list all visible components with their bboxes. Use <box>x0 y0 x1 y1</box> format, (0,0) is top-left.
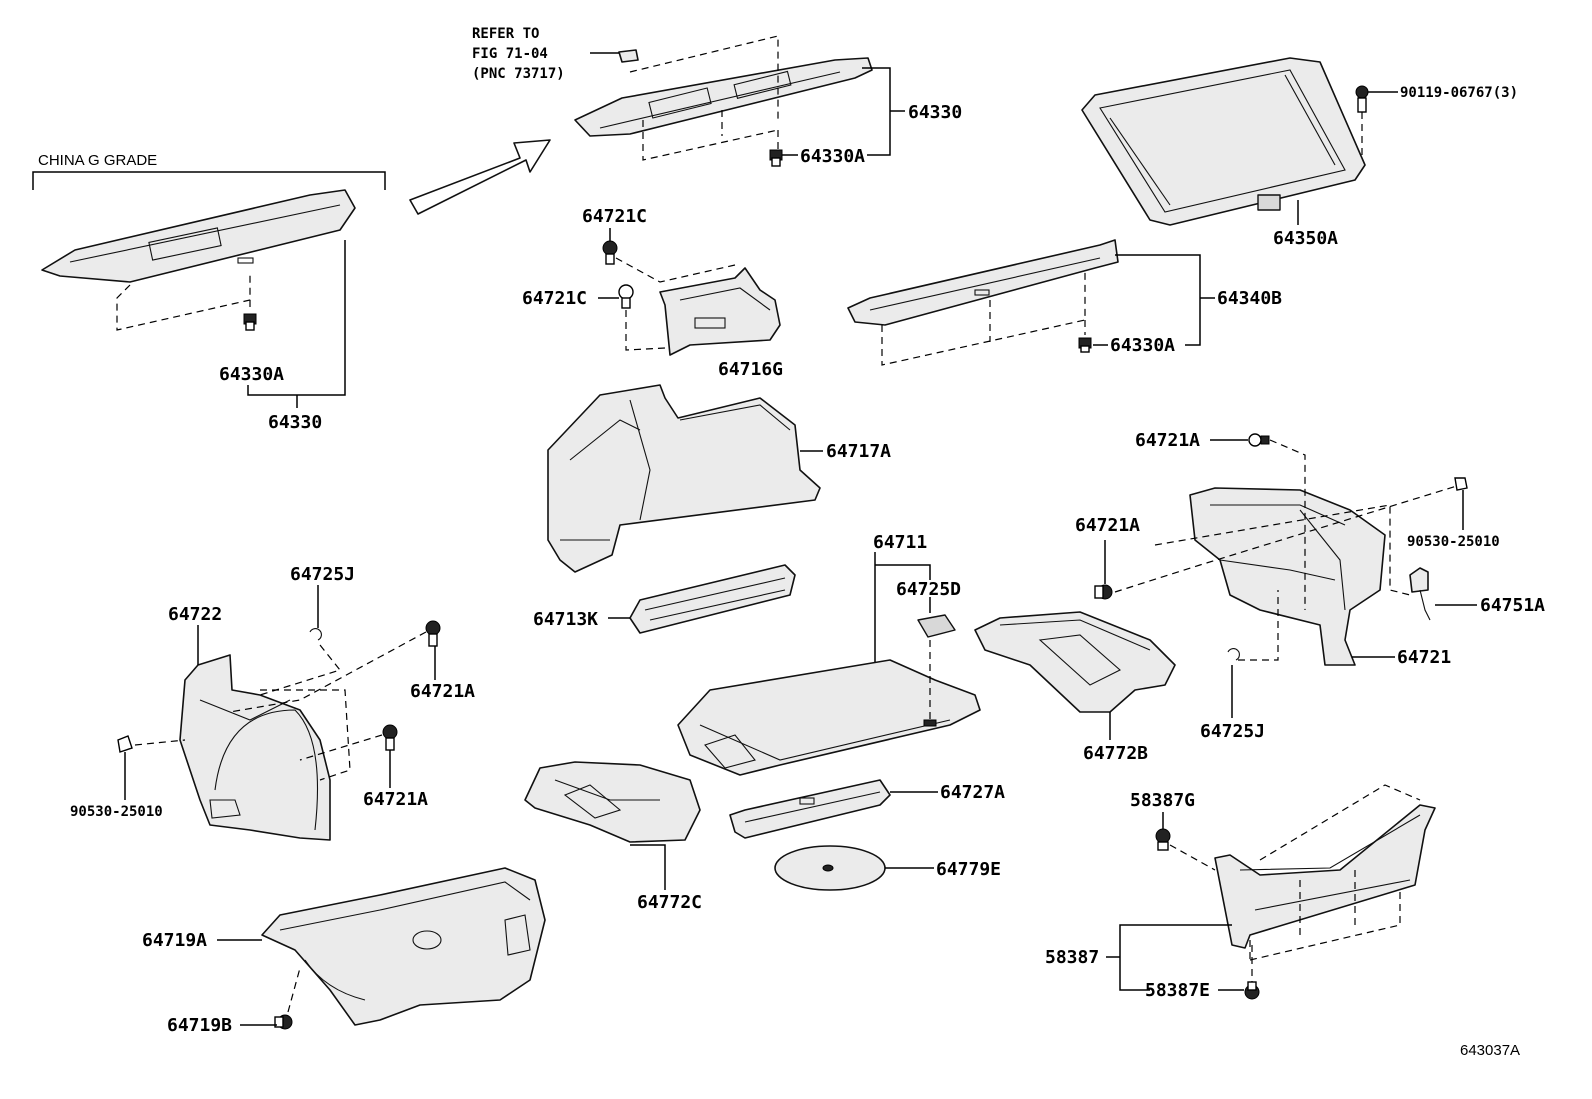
label-64330a-right[interactable]: 64330A <box>1110 335 1175 356</box>
label-64779e[interactable]: 64779E <box>936 859 1001 880</box>
clip-58387g <box>1155 828 1171 851</box>
label-64716g[interactable]: 64716G <box>718 359 783 380</box>
dash-64721-outline <box>1154 504 1411 596</box>
quarter-trim-64722 <box>179 654 331 841</box>
label-90530-l[interactable]: 90530-25010 <box>70 804 163 820</box>
disc-64779e <box>774 845 886 891</box>
dash-64719b <box>287 967 301 1013</box>
label-64330a-top[interactable]: 64330A <box>800 146 865 167</box>
sill-64713k <box>629 564 796 634</box>
note-refer-line2: FIG 71-04 <box>472 46 548 62</box>
clip-64725j-l <box>309 628 322 641</box>
clip-64721a-l2 <box>382 724 398 751</box>
tray-64772c <box>524 761 701 843</box>
label-64340b[interactable]: 64340B <box>1217 288 1282 309</box>
label-64772c[interactable]: 64772C <box>637 892 702 913</box>
trim-64340b-dashed <box>881 270 1086 366</box>
label-58387[interactable]: 58387 <box>1045 947 1099 968</box>
label-64713k[interactable]: 64713K <box>533 609 598 630</box>
lid-lining-64719a <box>261 867 546 1026</box>
note-refer-line3: (PNC 73717) <box>472 66 565 82</box>
trim-58387-dashed <box>1249 784 1421 961</box>
clip-90530-r <box>1454 477 1468 491</box>
clip-64725j-r <box>1227 590 1279 661</box>
label-64721a-r2[interactable]: 64721A <box>1075 515 1140 536</box>
label-64721c-2[interactable]: 64721C <box>522 288 587 309</box>
label-64772b[interactable]: 64772B <box>1083 743 1148 764</box>
clip-64330a-top <box>769 149 783 167</box>
label-64719b[interactable]: 64719B <box>167 1015 232 1036</box>
label-58387e[interactable]: 58387E <box>1145 980 1210 1001</box>
bolt-90119 <box>1355 85 1369 160</box>
bracket-64330 <box>862 67 891 156</box>
side-trim-64717a <box>547 384 821 573</box>
label-64330-left[interactable]: 64330 <box>268 412 322 433</box>
diagram-id: 643037A <box>1460 1042 1520 1059</box>
clip-64330a-right <box>1078 337 1092 353</box>
dash-64721a-l2 <box>299 734 383 761</box>
hook-64751a <box>1409 567 1431 621</box>
tonneau-cover-64350a <box>1081 57 1366 226</box>
dash-58387g <box>1169 844 1216 871</box>
tray-left-dashed-guides <box>116 272 251 331</box>
package-tray-left <box>41 189 356 283</box>
dash-64721a-r1 <box>1269 439 1306 610</box>
tray-64330-dashed-guides <box>629 35 779 161</box>
label-64751a[interactable]: 64751A <box>1480 595 1545 616</box>
dash-64722-outline <box>260 689 351 781</box>
label-64727a[interactable]: 64727A <box>940 782 1005 803</box>
label-58387g[interactable]: 58387G <box>1130 790 1195 811</box>
clip-58387e <box>1244 981 1260 1000</box>
label-64719a[interactable]: 64719A <box>142 930 207 951</box>
label-90119[interactable]: 90119-06767(3) <box>1400 85 1518 101</box>
dash-64721c-2 <box>625 310 666 351</box>
tool-tray-64772b <box>974 611 1176 713</box>
clip-64330a-left <box>243 313 257 331</box>
label-64330a-left[interactable]: 64330A <box>219 364 284 385</box>
clip-64721c-1 <box>602 240 618 265</box>
label-64721a-l1[interactable]: 64721A <box>410 681 475 702</box>
direction-arrow <box>409 139 551 215</box>
china-grade-bracket <box>32 171 386 190</box>
bracket-64716g <box>659 267 781 356</box>
label-64711[interactable]: 64711 <box>873 532 927 553</box>
note-china-grade: CHINA G GRADE <box>38 152 157 169</box>
label-64330[interactable]: 64330 <box>908 102 962 123</box>
dash-90530-l <box>134 739 186 746</box>
label-64725j-l[interactable]: 64725J <box>290 564 355 585</box>
trim-64340b <box>847 239 1119 326</box>
label-64717a[interactable]: 64717A <box>826 441 891 462</box>
bracket-64340b <box>1115 254 1201 346</box>
dash-64721a-r2 <box>1114 484 1461 593</box>
board-64727a <box>729 779 891 839</box>
clip-64719b <box>274 1014 293 1030</box>
clip-64721a-r1 <box>1248 433 1270 447</box>
bracket-64711 <box>875 564 931 580</box>
clip-64721a-l1 <box>425 620 441 647</box>
label-64725j-r[interactable]: 64725J <box>1200 721 1265 742</box>
label-64721c-1[interactable]: 64721C <box>582 206 647 227</box>
label-64721[interactable]: 64721 <box>1397 647 1451 668</box>
trim-58387 <box>1214 804 1436 949</box>
dash-64725j-l <box>259 644 342 696</box>
quarter-trim-64721 <box>1189 487 1386 666</box>
dash-64721c-1 <box>615 257 736 283</box>
label-64722[interactable]: 64722 <box>168 604 222 625</box>
label-64350a[interactable]: 64350A <box>1273 228 1338 249</box>
note-refer-line1: REFER TO <box>472 26 539 42</box>
clip-90530-l <box>117 735 133 753</box>
package-tray-64330 <box>574 49 873 137</box>
label-64721a-l2[interactable]: 64721A <box>363 789 428 810</box>
label-90530-r[interactable]: 90530-25010 <box>1407 534 1500 550</box>
clip-64721c-2 <box>618 284 634 309</box>
leader-64772c <box>630 844 666 890</box>
label-64721a-r1[interactable]: 64721A <box>1135 430 1200 451</box>
label-64725d[interactable]: 64725D <box>896 579 961 600</box>
floor-mat-64711 <box>677 659 981 776</box>
clip-64725d <box>917 614 956 727</box>
clip-64721a-r2 <box>1094 584 1113 600</box>
